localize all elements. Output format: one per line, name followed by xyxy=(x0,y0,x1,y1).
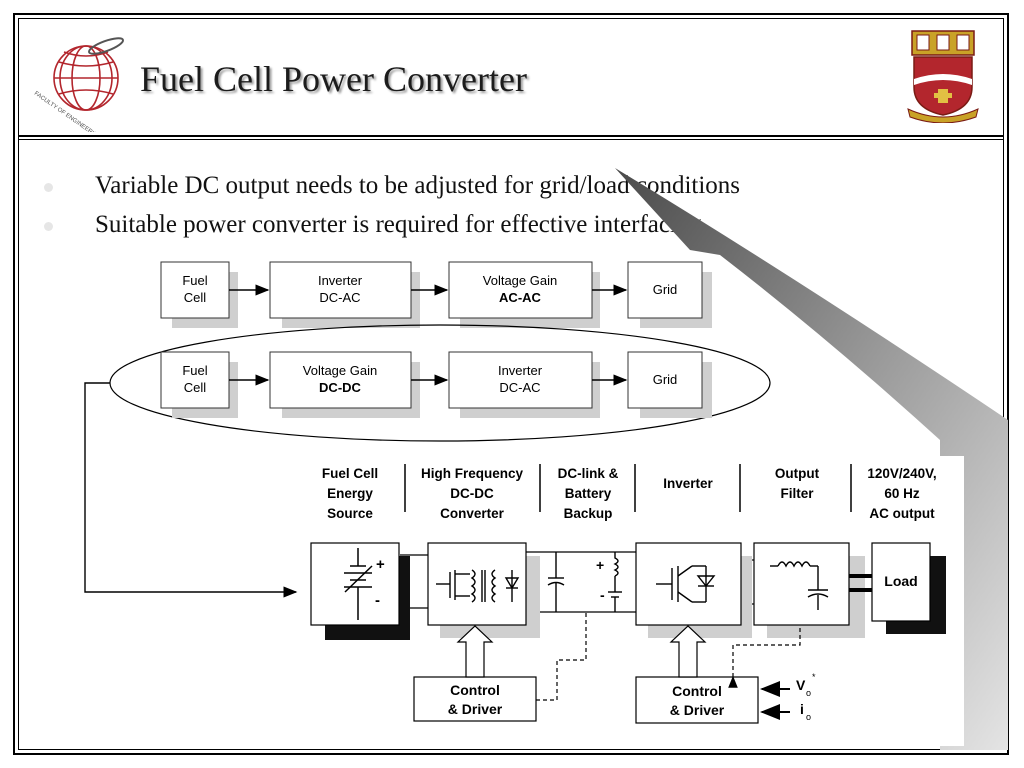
row2-diagram: Fuel Cell Voltage Gain DC-DC Inverter DC… xyxy=(109,324,771,442)
row2-block2-line1: Voltage Gain xyxy=(303,363,377,378)
stage1-line2: Energy xyxy=(327,486,373,501)
stage4-line1: Inverter xyxy=(663,476,713,491)
row2-block3-line2: DC-AC xyxy=(499,380,540,395)
row1-block4-line1: Grid xyxy=(653,282,678,297)
stage5-line2: Filter xyxy=(780,486,814,501)
control1-line1: Control xyxy=(450,682,500,698)
slide-title: Fuel Cell Power Converter xyxy=(140,59,527,99)
title-divider-thin xyxy=(18,139,1004,140)
bullet-dot xyxy=(44,183,53,192)
load-label: Load xyxy=(884,573,917,589)
stage6-line3: AC output xyxy=(869,506,935,521)
faculty-logo: FACULTY OF ENGINEERING & APPLIED SCIENCE xyxy=(33,37,134,132)
stage2-line3: Converter xyxy=(440,506,505,521)
ref-v-sub: o xyxy=(806,688,811,698)
stage5-line1: Output xyxy=(775,466,820,481)
title-divider xyxy=(18,135,1004,137)
source-minus: - xyxy=(375,592,380,609)
ref-i-sub: o xyxy=(806,712,811,722)
stage3-line1: DC-link & xyxy=(558,466,619,481)
row1-block2-line2: DC-AC xyxy=(319,290,360,305)
ref-v-label: V xyxy=(796,677,806,693)
stage3-line2: Battery xyxy=(565,486,612,501)
stage2-line2: DC-DC xyxy=(450,486,494,501)
row2-block1-line1: Fuel xyxy=(182,363,207,378)
battery-minus: - xyxy=(600,587,605,603)
slide-inner-frame xyxy=(18,18,1004,750)
row2-block4-line1: Grid xyxy=(653,372,678,387)
control2-line2: & Driver xyxy=(670,702,725,718)
bullet-2-text: Suitable power converter is required for… xyxy=(95,211,702,238)
row1-block1-line1: Fuel xyxy=(182,273,207,288)
row1-diagram: Fuel Cell Inverter DC-AC Voltage Gain AC… xyxy=(160,261,712,328)
row2-block2-line2: DC-DC xyxy=(319,380,361,395)
battery-plus: + xyxy=(596,557,604,573)
ref-v-sup: * xyxy=(812,672,816,682)
stage1-line3: Source xyxy=(327,506,373,521)
row1-block3-line1: Voltage Gain xyxy=(483,273,557,288)
row1-block3-line2: AC-AC xyxy=(499,290,541,305)
control1-line2: & Driver xyxy=(448,701,503,717)
stage2-line1: High Frequency xyxy=(421,466,524,481)
source-plus: + xyxy=(376,556,385,573)
stage1-line1: Fuel Cell xyxy=(322,466,378,481)
control2-line1: Control xyxy=(672,683,722,699)
row2-block3-line1: Inverter xyxy=(498,363,543,378)
stage6-line1: 120V/240V, xyxy=(867,466,936,481)
slide-outer-frame xyxy=(13,13,1009,755)
row2-block1-line2: Cell xyxy=(184,380,207,395)
stage3-line3: Backup xyxy=(564,506,613,521)
stage6-line2: 60 Hz xyxy=(884,486,920,501)
row1-block1-line2: Cell xyxy=(184,290,207,305)
ref-i-label: i xyxy=(800,701,804,717)
bullet-dot xyxy=(44,222,53,231)
row1-block2-line1: Inverter xyxy=(318,273,363,288)
university-crest xyxy=(907,30,979,123)
